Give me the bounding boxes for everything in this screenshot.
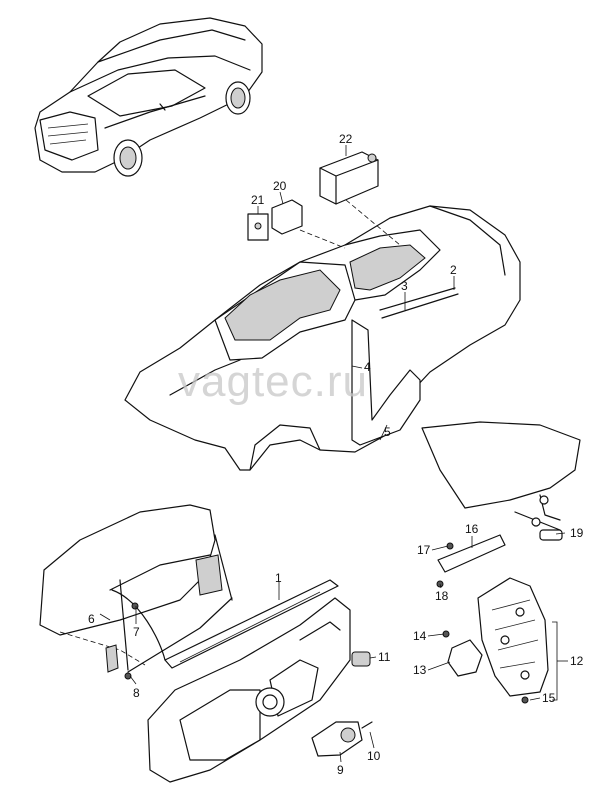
motor-13-body bbox=[447, 639, 483, 677]
callout-16: 16 bbox=[465, 522, 479, 536]
callout-4: 4 bbox=[364, 360, 371, 374]
callout-20: 20 bbox=[273, 179, 287, 193]
door-inner-panel-illustration bbox=[147, 597, 371, 783]
module-20-body bbox=[271, 199, 303, 235]
callout-2: 2 bbox=[450, 263, 457, 277]
window-regulator-illustration bbox=[105, 534, 233, 680]
callout-13: 13 bbox=[413, 663, 427, 677]
window-seal-strip bbox=[164, 579, 339, 669]
callout-8: 8 bbox=[133, 686, 140, 700]
callout-17: 17 bbox=[417, 543, 431, 557]
window-lifter-module-illustration bbox=[436, 534, 558, 704]
callout-22: 22 bbox=[339, 132, 353, 146]
regulator-motor-illustration bbox=[311, 721, 373, 757]
callout-19: 19 bbox=[570, 526, 584, 540]
leader-lines bbox=[99, 145, 568, 763]
watermark: vagtec.ru bbox=[178, 357, 368, 406]
callout-11: 11 bbox=[378, 650, 391, 664]
callout-18: 18 bbox=[435, 589, 449, 603]
reference-car-illustration bbox=[34, 17, 263, 177]
callout-7: 7 bbox=[133, 625, 140, 639]
callout-15: 15 bbox=[542, 691, 556, 705]
callout-21: 21 bbox=[251, 193, 265, 207]
callout-14: 14 bbox=[413, 629, 427, 643]
callout-12: 12 bbox=[570, 654, 584, 668]
callout-5: 5 bbox=[384, 425, 391, 439]
callout-6: 6 bbox=[88, 612, 95, 626]
switch-11-body bbox=[351, 651, 371, 667]
callout-1: 1 bbox=[275, 571, 282, 585]
callout-labels: 1 2 3 4 5 6 7 8 9 10 11 12 13 14 15 16 1… bbox=[88, 132, 584, 777]
rear-side-window-illustration bbox=[421, 421, 581, 541]
rail-16-body bbox=[437, 534, 506, 573]
callout-3: 3 bbox=[401, 279, 408, 293]
body-shell-illustration bbox=[124, 205, 521, 471]
callout-10: 10 bbox=[367, 749, 381, 763]
front-door-window-illustration bbox=[39, 504, 216, 666]
callout-9: 9 bbox=[337, 763, 344, 777]
control-modules bbox=[247, 151, 401, 249]
